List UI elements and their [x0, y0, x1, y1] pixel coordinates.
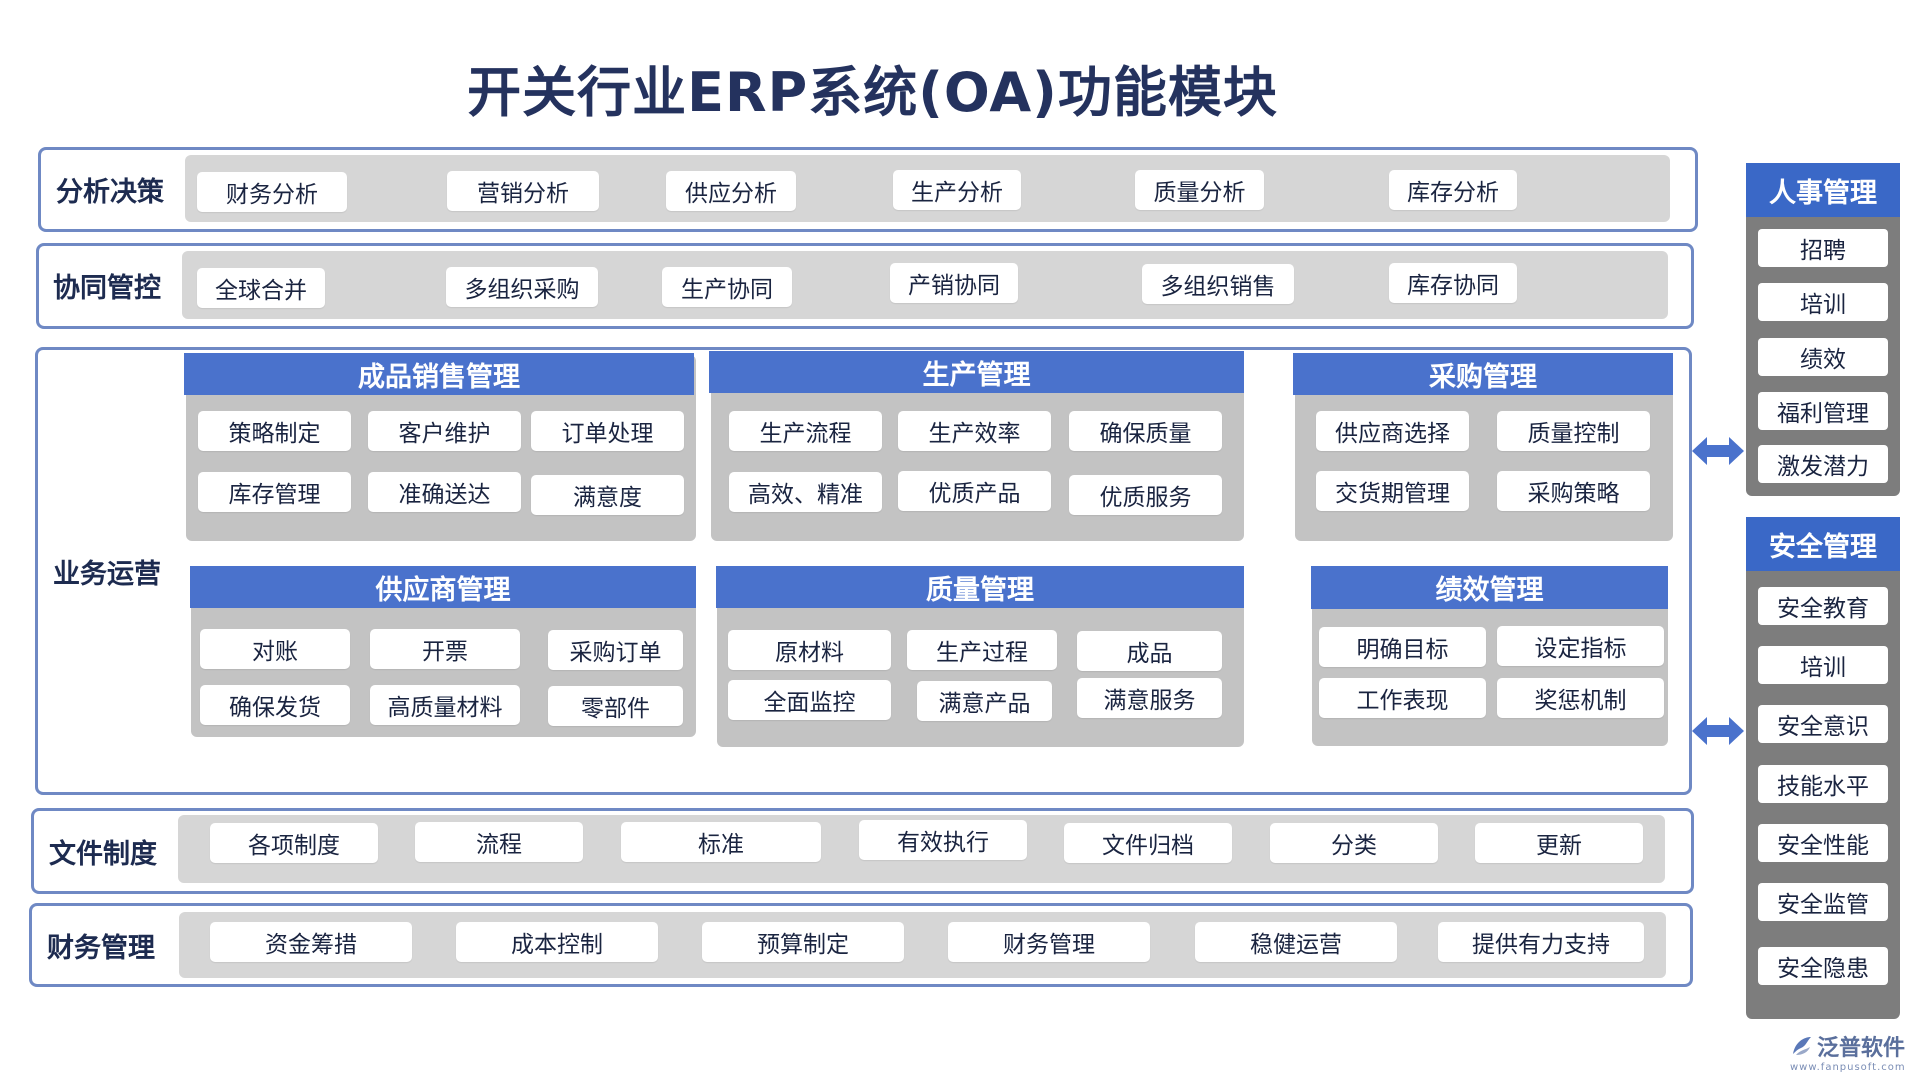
quality-item[interactable]: 全面监控: [728, 680, 891, 720]
docs-item[interactable]: 有效执行: [859, 820, 1027, 860]
finance-item[interactable]: 资金筹措: [210, 922, 412, 962]
sales-title: 成品销售管理: [184, 353, 694, 395]
quality-item[interactable]: 满意产品: [917, 681, 1052, 721]
sales-item[interactable]: 订单处理: [531, 411, 684, 451]
finance-item[interactable]: 财务管理: [948, 922, 1150, 962]
supplier-title: 供应商管理: [190, 566, 696, 608]
supplier-item[interactable]: 高质量材料: [370, 685, 520, 725]
performance-title: 绩效管理: [1311, 566, 1668, 609]
collab-item[interactable]: 生产协同: [662, 267, 792, 307]
collab-item[interactable]: 多组织销售: [1142, 264, 1294, 304]
collab-item[interactable]: 多组织采购: [446, 267, 598, 307]
finance-item[interactable]: 成本控制: [456, 922, 658, 962]
supplier-item[interactable]: 开票: [370, 629, 520, 669]
double-arrow-icon: [1692, 717, 1744, 745]
safety-item[interactable]: 安全教育: [1758, 587, 1888, 625]
production-item[interactable]: 优质服务: [1069, 475, 1222, 515]
double-arrow-icon: [1692, 437, 1744, 465]
production-item[interactable]: 生产效率: [898, 411, 1051, 451]
sales-item[interactable]: 准确送达: [368, 472, 521, 512]
hr-item[interactable]: 福利管理: [1758, 392, 1888, 430]
hr-title: 人事管理: [1746, 163, 1900, 217]
docs-item[interactable]: 文件归档: [1064, 823, 1232, 863]
production-item[interactable]: 确保质量: [1069, 411, 1222, 451]
performance-item[interactable]: 设定指标: [1497, 626, 1664, 666]
production-title: 生产管理: [709, 351, 1244, 393]
finance-item[interactable]: 稳健运营: [1195, 922, 1397, 962]
docs-item[interactable]: 流程: [415, 822, 583, 862]
finance-label: 财务管理: [47, 932, 155, 964]
fanpu-logo-icon: [1793, 1037, 1811, 1055]
hr-item[interactable]: 培训: [1758, 283, 1888, 321]
performance-item[interactable]: 工作表现: [1319, 678, 1486, 718]
logo: 泛普软件 www.fanpusoft.com: [1790, 1030, 1918, 1076]
sales-item[interactable]: 库存管理: [198, 472, 351, 512]
analysis-item[interactable]: 库存分析: [1389, 170, 1517, 210]
quality-item[interactable]: 原材料: [728, 630, 891, 670]
purchase-item[interactable]: 采购策略: [1497, 471, 1650, 511]
finance-item[interactable]: 提供有力支持: [1438, 922, 1644, 962]
supplier-item[interactable]: 确保发货: [200, 685, 350, 725]
docs-item[interactable]: 标准: [621, 822, 821, 862]
hr-item[interactable]: 绩效: [1758, 338, 1888, 376]
supplier-item[interactable]: 采购订单: [548, 630, 683, 670]
quality-item[interactable]: 满意服务: [1077, 678, 1222, 718]
purchase-item[interactable]: 供应商选择: [1316, 411, 1469, 451]
safety-item[interactable]: 安全隐患: [1758, 947, 1888, 985]
docs-item[interactable]: 各项制度: [210, 823, 378, 863]
page-title: 开关行业ERP系统(OA)功能模块: [467, 61, 1278, 124]
analysis-label: 分析决策: [56, 176, 164, 208]
collab-item[interactable]: 产销协同: [890, 263, 1018, 303]
finance-item[interactable]: 预算制定: [702, 922, 904, 962]
safety-item[interactable]: 安全意识: [1758, 705, 1888, 743]
collab-label: 协同管控: [53, 272, 161, 304]
collab-item[interactable]: 全球合并: [197, 268, 325, 308]
business-label: 业务运营: [53, 558, 161, 590]
safety-item[interactable]: 技能水平: [1758, 765, 1888, 803]
safety-title: 安全管理: [1746, 517, 1900, 571]
analysis-item[interactable]: 生产分析: [893, 170, 1021, 210]
docs-item[interactable]: 更新: [1475, 823, 1643, 863]
supplier-item[interactable]: 零部件: [548, 686, 683, 726]
sales-item[interactable]: 满意度: [531, 475, 684, 515]
quality-item[interactable]: 成品: [1077, 631, 1222, 671]
docs-item[interactable]: 分类: [1270, 823, 1438, 863]
analysis-item[interactable]: 供应分析: [666, 171, 796, 211]
sales-item[interactable]: 策略制定: [198, 411, 351, 451]
logo-name: 泛普软件: [1817, 1036, 1906, 1061]
performance-item[interactable]: 明确目标: [1319, 627, 1486, 667]
hr-item[interactable]: 招聘: [1758, 229, 1888, 267]
hr-panel: [1746, 163, 1900, 496]
sales-item[interactable]: 客户维护: [368, 411, 521, 451]
logo-url: www.fanpusoft.com: [1790, 1062, 1906, 1073]
quality-item[interactable]: 生产过程: [907, 630, 1057, 670]
analysis-item[interactable]: 质量分析: [1135, 170, 1264, 210]
supplier-item[interactable]: 对账: [200, 629, 350, 669]
production-item[interactable]: 生产流程: [729, 411, 882, 451]
purchase-item[interactable]: 质量控制: [1497, 411, 1650, 451]
safety-item[interactable]: 培训: [1758, 646, 1888, 684]
production-item[interactable]: 高效、精准: [729, 472, 882, 512]
docs-label: 文件制度: [49, 838, 157, 870]
quality-title: 质量管理: [716, 566, 1244, 608]
purchase-title: 采购管理: [1293, 353, 1673, 395]
safety-item[interactable]: 安全监管: [1758, 883, 1888, 921]
hr-item[interactable]: 激发潜力: [1758, 445, 1888, 483]
purchase-item[interactable]: 交货期管理: [1316, 471, 1469, 511]
performance-item[interactable]: 奖惩机制: [1497, 678, 1664, 718]
collab-item[interactable]: 库存协同: [1389, 263, 1517, 303]
analysis-item[interactable]: 财务分析: [197, 172, 347, 212]
analysis-item[interactable]: 营销分析: [447, 171, 599, 211]
safety-item[interactable]: 安全性能: [1758, 824, 1888, 862]
finance-panel: [179, 912, 1666, 978]
production-item[interactable]: 优质产品: [898, 471, 1051, 511]
